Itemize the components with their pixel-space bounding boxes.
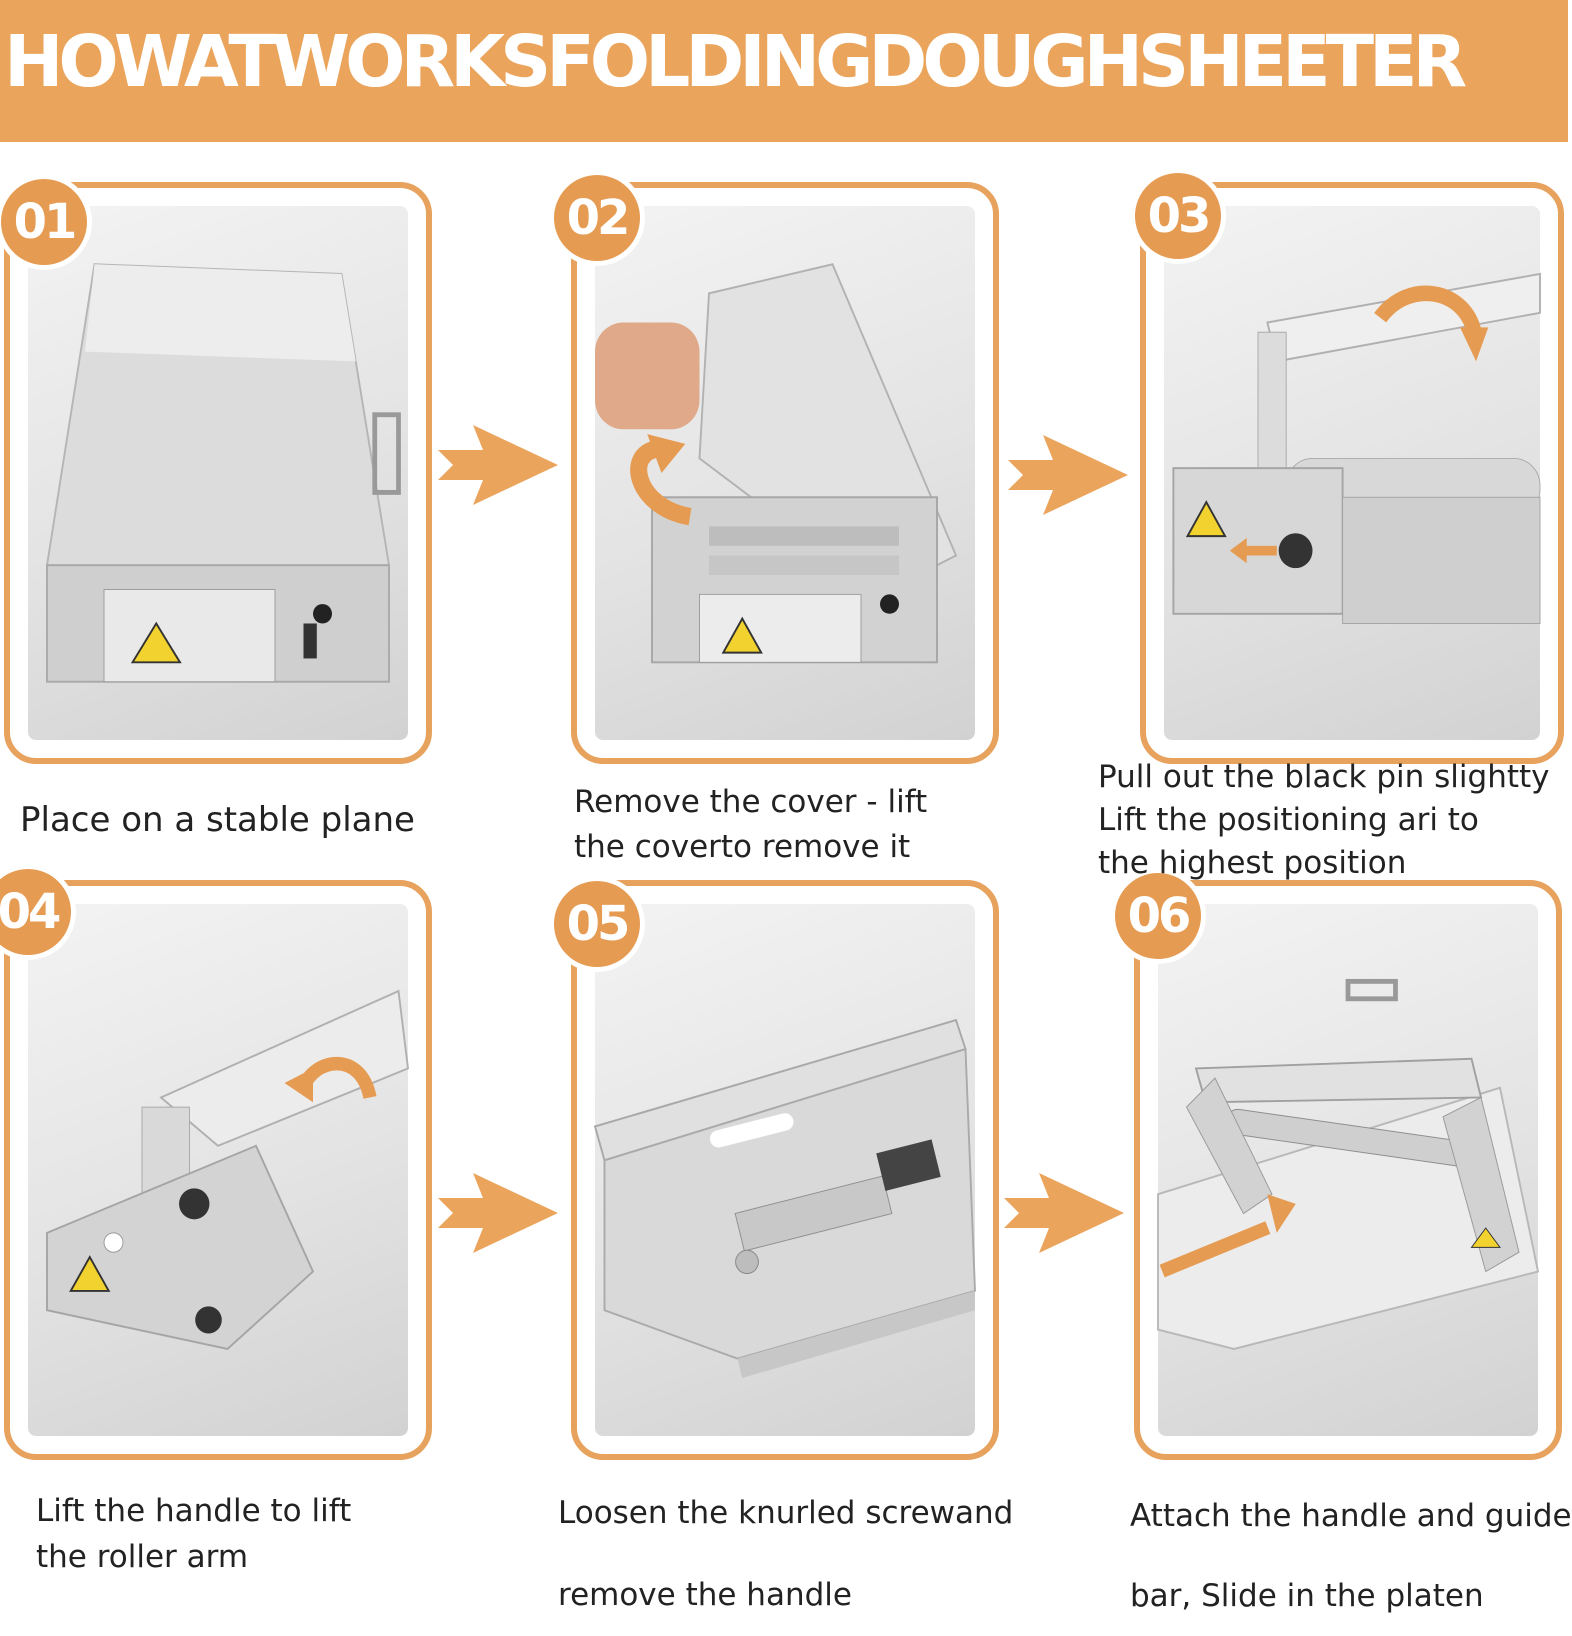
caption-line: remove the handle <box>558 1577 852 1613</box>
caption-line: Place on a stable plane <box>20 800 415 840</box>
step-number-03: 03 <box>1130 168 1226 264</box>
step-number-05: 05 <box>549 876 645 972</box>
right-chevron-arrow-icon <box>438 425 558 505</box>
step-caption-06: Attach the handle and guide bar, Slide i… <box>1130 1476 1572 1636</box>
title-banner: HOWATWORKSFOLDINGDOUGHSHEETER <box>0 0 1568 142</box>
closed-dough-sheeter-photo <box>28 206 408 740</box>
positioning-arm-photo <box>1164 206 1541 740</box>
step-number-06: 06 <box>1110 868 1206 964</box>
step-card-04: 04 <box>0 864 432 1460</box>
step-caption-01: Place on a stable plane <box>20 798 415 843</box>
page-title: HOWATWORKSFOLDINGDOUGHSHEETER <box>4 20 1467 103</box>
caption-line: Lift the positioning ari to <box>1098 802 1479 838</box>
caption-line: Lift the handle to lift <box>36 1493 352 1529</box>
step-number-01: 01 <box>0 174 92 270</box>
caption-line: the roller arm <box>36 1539 249 1575</box>
knurled-screw-photo <box>593 904 976 1436</box>
step-card-03: 03 <box>1130 168 1564 764</box>
caption-line: Attach the handle and guide <box>1130 1498 1572 1534</box>
right-chevron-arrow-icon <box>1008 435 1128 515</box>
step-card-05: 05 <box>549 876 999 1460</box>
step-card-01: 01 <box>0 174 432 764</box>
step-card-06: 06 <box>1110 868 1562 1460</box>
caption-line: bar, Slide in the platen <box>1130 1578 1484 1614</box>
step-caption-03: Pull out the black pin slightty Lift the… <box>1098 756 1568 885</box>
caption-line: the highest position <box>1098 845 1407 881</box>
step-number-04: 04 <box>0 864 76 960</box>
caption-line: the coverto remove it <box>574 829 911 865</box>
roller-arm-photo <box>28 904 410 1436</box>
caption-line: Pull out the black pin slightty <box>1098 759 1550 795</box>
step-caption-05: Loosen the knurled screwand remove the h… <box>558 1472 1013 1636</box>
caption-line: Remove the cover - lift <box>574 784 928 820</box>
lifting-cover-photo <box>595 206 975 740</box>
step-caption-02: Remove the cover - lift the coverto remo… <box>574 780 927 870</box>
step-number-02: 02 <box>549 170 645 266</box>
right-chevron-arrow-icon <box>438 1173 558 1253</box>
assembled-sheeter-photo <box>1157 904 1540 1436</box>
step-caption-04: Lift the handle to lift the roller arm <box>36 1488 351 1580</box>
step-card-02: 02 <box>549 170 999 764</box>
caption-line: Loosen the knurled screwand <box>558 1495 1014 1531</box>
right-chevron-arrow-icon <box>1004 1173 1124 1253</box>
